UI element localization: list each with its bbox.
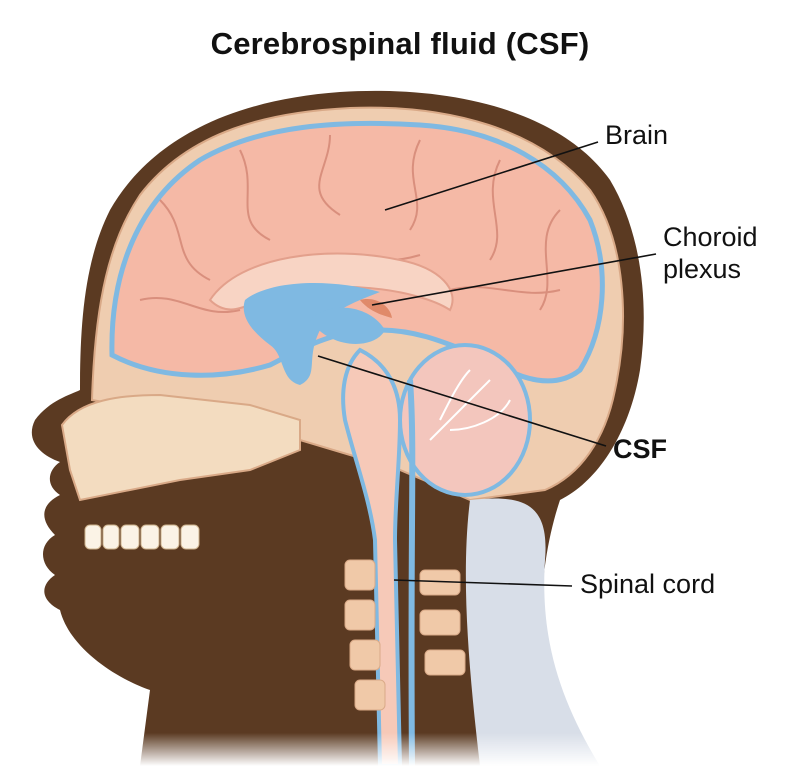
label-brain: Brain (605, 120, 669, 150)
teeth (84, 524, 200, 550)
brain-gyri (139, 134, 561, 313)
brain-leader-line (384, 141, 599, 211)
choroid-leader-line (371, 253, 657, 306)
facial-bones (60, 393, 301, 502)
ventricles (243, 282, 380, 385)
label-csf: CSF (613, 434, 667, 464)
cerebellum (398, 343, 532, 497)
csf-leader-line (317, 355, 607, 447)
diagram-title: Cerebrospinal fluid (CSF) (210, 26, 590, 61)
third-ventricle (310, 307, 385, 344)
label-plexus: plexus (663, 254, 742, 284)
label-spinal-cord: Spinal cord (580, 569, 716, 599)
spinal-cord-leader-line (393, 579, 573, 587)
cerebellum-arbor (429, 369, 511, 441)
choroid-plexus (360, 299, 392, 318)
label-choroid: Choroid (663, 222, 758, 252)
bottom-fade (0, 600, 800, 766)
